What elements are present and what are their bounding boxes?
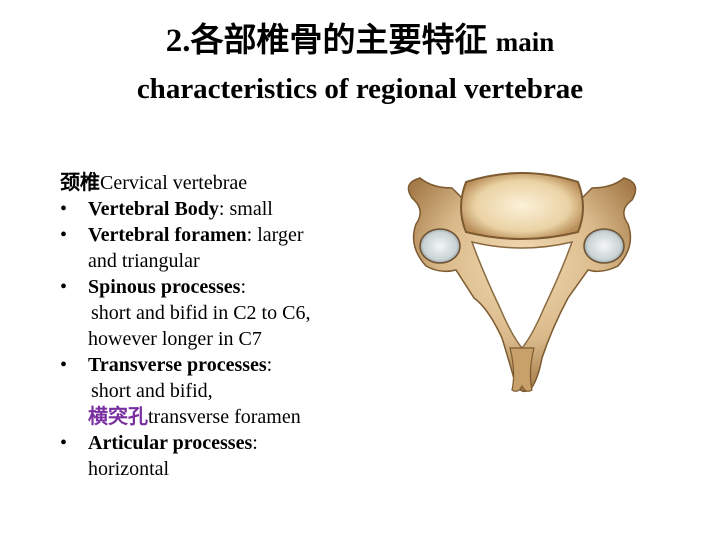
list-item: • Transverse processes: short and bifid,…: [60, 352, 420, 430]
desc: : small: [218, 198, 273, 220]
vertebral-body: [460, 172, 584, 240]
spinous-process: [509, 347, 535, 392]
desc-line: and triangular: [88, 250, 200, 272]
right-transverse-foramen: [583, 228, 625, 264]
cervical-vertebra-illustration: [392, 158, 652, 408]
list-item: • Vertebral foramen: larger and triangul…: [60, 222, 420, 274]
section-heading: 颈椎Cervical vertebrae: [60, 170, 420, 196]
bullet-icon: •: [60, 354, 68, 376]
vertebral-foramen: [470, 240, 574, 350]
title-chinese: 2.各部椎骨的主要特征: [165, 23, 488, 59]
desc-line: 横突孔transverse foramen: [88, 404, 420, 430]
term: Vertebral foramen: [88, 224, 247, 246]
desc: :: [240, 276, 247, 298]
list-item: • Spinous processes: short and bifid in …: [60, 274, 420, 352]
vertebra-drawing: [407, 172, 637, 393]
bullet-icon: •: [60, 198, 68, 220]
chinese-term: 横突孔: [88, 406, 148, 428]
title-english-main: main: [495, 27, 555, 57]
desc-line: however longer in C7: [88, 328, 262, 350]
heading-chinese: 颈椎: [60, 172, 100, 194]
feature-list: • Vertebral Body: small • Vertebral fora…: [60, 196, 420, 482]
left-transverse-foramen: [419, 228, 461, 264]
list-item: • Articular processes: horizontal: [60, 430, 420, 482]
term: Transverse processes: [88, 354, 267, 376]
heading-english: Cervical vertebrae: [100, 172, 248, 194]
bullet-icon: •: [60, 224, 68, 246]
desc-line: short and bifid,: [91, 380, 213, 402]
term: Articular processes: [88, 432, 253, 454]
title-line-1: 2.各部椎骨的主要特征 main: [0, 22, 720, 62]
content-body: 颈椎Cervical vertebrae • Vertebral Body: s…: [60, 170, 420, 482]
term: Spinous processes: [88, 276, 241, 298]
desc-line: horizontal: [88, 458, 170, 480]
bullet-icon: •: [60, 276, 68, 298]
english-term: transverse foramen: [148, 406, 301, 428]
term: Vertebral Body: [88, 198, 219, 220]
desc-line: short and bifid in C2 to C6,: [91, 302, 311, 324]
title-line-2: characteristics of regional vertebrae: [136, 72, 584, 105]
bullet-icon: •: [60, 432, 68, 454]
list-item: • Vertebral Body: small: [60, 196, 420, 222]
desc: :: [252, 432, 258, 454]
slide-title: 2.各部椎骨的主要特征 main characteristics of regi…: [0, 22, 720, 106]
desc: : larger: [246, 224, 304, 246]
desc: :: [266, 354, 273, 376]
